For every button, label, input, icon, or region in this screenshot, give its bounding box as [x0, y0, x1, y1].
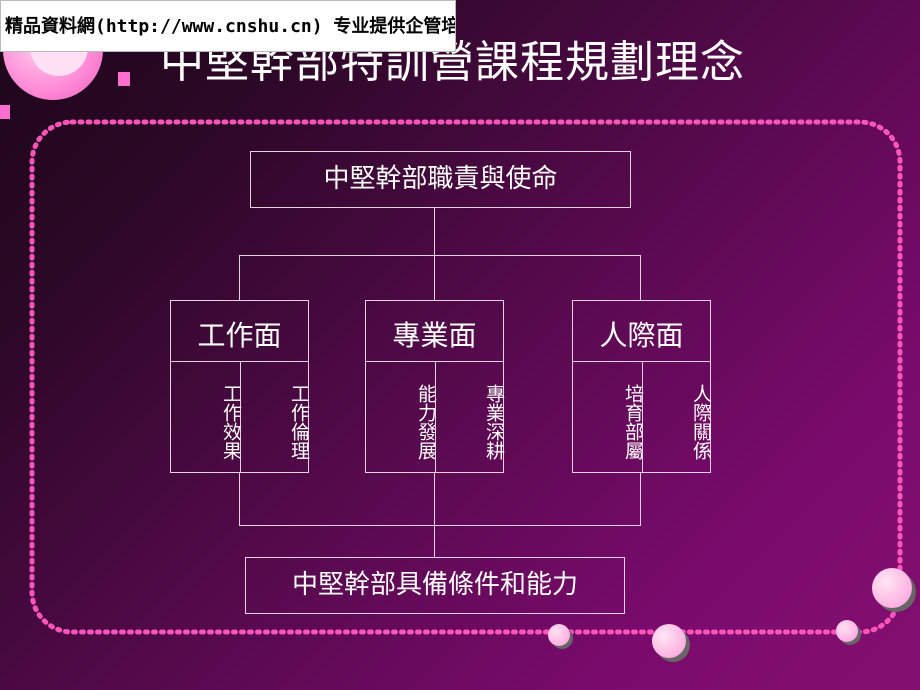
connector [640, 473, 641, 526]
group-interpersonal-cell: 培育部屬 [573, 361, 644, 472]
decor-square [118, 72, 130, 86]
decor-square [0, 105, 10, 119]
bottom-box: 中堅幹部具備條件和能力 [245, 557, 625, 614]
decor-circle-right [872, 568, 912, 608]
group-professional-cell: 能力發展 [366, 361, 437, 472]
item-text: 能力發展 [415, 384, 437, 460]
source-banner: 精品資料網(http://www.cnshu.cn) 专业提供企管培训资料 [0, 0, 456, 52]
connector [434, 208, 435, 256]
connector [239, 255, 240, 300]
decor-circle-bottom [652, 624, 686, 658]
connector [239, 525, 641, 526]
decor-circle-bottom [836, 620, 858, 642]
group-interpersonal-cell: 人際關係 [642, 361, 712, 472]
item-text: 培育部屬 [622, 384, 644, 460]
item-text: 專業深耕 [483, 384, 505, 460]
group-professional-cell: 專業深耕 [435, 361, 505, 472]
connector [434, 473, 435, 557]
group-work: 工作面 工作效果 工作倫理 [170, 300, 310, 473]
top-box-label: 中堅幹部職責與使命 [323, 164, 558, 194]
connector [640, 255, 641, 300]
group-work-cell: 工作倫理 [240, 361, 310, 472]
group-interpersonal: 人際面 培育部屬 人際關係 [572, 300, 712, 473]
top-box: 中堅幹部職責與使命 [250, 151, 631, 208]
group-professional-label: 專業面 [392, 319, 477, 352]
connector [239, 473, 240, 526]
group-work-label: 工作面 [197, 319, 282, 352]
group-professional: 專業面 能力發展 專業深耕 [365, 300, 505, 473]
connector [434, 255, 435, 300]
bottom-box-label: 中堅幹部具備條件和能力 [291, 570, 578, 600]
connector [239, 255, 641, 256]
item-text: 工作效果 [220, 384, 242, 460]
group-work-cell: 工作效果 [171, 361, 242, 472]
group-interpersonal-label: 人際面 [599, 319, 684, 352]
item-text: 工作倫理 [288, 384, 310, 460]
decor-circle-bottom [548, 624, 570, 646]
item-text: 人際關係 [690, 384, 712, 460]
